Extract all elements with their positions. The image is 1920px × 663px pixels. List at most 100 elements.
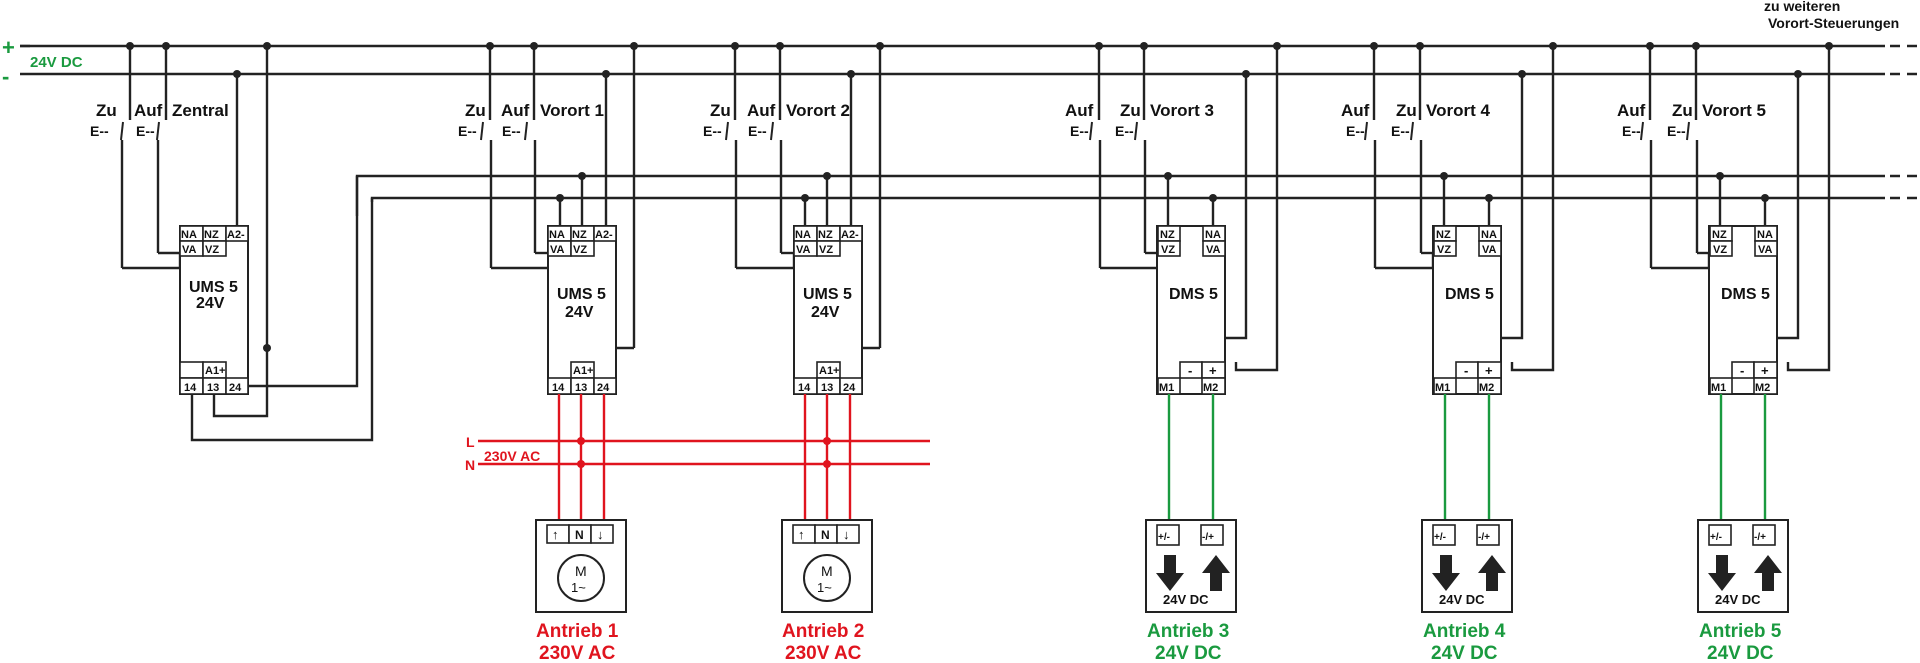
svg-text:NZ: NZ — [1160, 229, 1175, 241]
svg-text:Auf: Auf — [1065, 101, 1094, 120]
plus-label: + — [2, 35, 15, 60]
svg-text:A1+: A1+ — [205, 365, 226, 377]
continuation-line1: zu weiteren — [1764, 0, 1840, 14]
svg-text:VZ: VZ — [1437, 244, 1451, 256]
svg-text:↓: ↓ — [843, 527, 850, 542]
svg-text:24: 24 — [597, 382, 610, 394]
svg-text:VZ: VZ — [1713, 244, 1727, 256]
svg-text:24V DC: 24V DC — [1155, 643, 1222, 663]
svg-text:NA: NA — [1757, 229, 1773, 241]
svg-text:A2-: A2- — [841, 229, 859, 241]
svg-text:E--: E-- — [1346, 123, 1365, 139]
svg-text:VZ: VZ — [819, 244, 833, 256]
svg-text:-: - — [1740, 363, 1744, 378]
svg-text:M2: M2 — [1755, 382, 1770, 394]
svg-text:E--: E-- — [502, 123, 521, 139]
svg-text:NA: NA — [549, 229, 565, 241]
svg-text:M: M — [575, 563, 587, 579]
svg-text:+/-: +/- — [1710, 532, 1722, 543]
continuation-line2: Vorort-Steuerungen — [1768, 15, 1899, 31]
svg-text:VA: VA — [182, 244, 197, 256]
svg-text:Vorort 4: Vorort 4 — [1426, 101, 1490, 120]
svg-text:Zu: Zu — [710, 101, 731, 120]
svg-text:E--: E-- — [1115, 123, 1134, 139]
svg-text:Auf: Auf — [1617, 101, 1646, 120]
svg-text:230V AC: 230V AC — [785, 643, 862, 663]
svg-text:DMS 5: DMS 5 — [1169, 286, 1218, 303]
svg-text:14: 14 — [552, 382, 565, 394]
svg-text:24: 24 — [843, 382, 856, 394]
svg-text:E--: E-- — [1070, 123, 1089, 139]
svg-text:M2: M2 — [1203, 382, 1218, 394]
group-zentral: Zu Auf Zentral E-- E-- NA NZ A2- VA VZ U… — [90, 42, 374, 442]
svg-text:+: + — [1209, 363, 1217, 378]
switch-zu-label: Zu — [96, 101, 117, 120]
svg-text:24V: 24V — [565, 304, 594, 321]
svg-text:E--: E-- — [1622, 123, 1641, 139]
svg-text:Antrieb 3: Antrieb 3 — [1147, 621, 1229, 642]
svg-text:Auf: Auf — [1341, 101, 1370, 120]
svg-text:E--: E-- — [90, 123, 109, 139]
minus-label: - — [2, 64, 9, 89]
svg-text:NA: NA — [1205, 229, 1221, 241]
svg-text:VA: VA — [1482, 244, 1497, 256]
svg-text:Antrieb 2: Antrieb 2 — [782, 621, 864, 642]
svg-text:NZ: NZ — [1712, 229, 1727, 241]
svg-text:E--: E-- — [1667, 123, 1686, 139]
svg-text:24: 24 — [229, 382, 242, 394]
svg-text:Auf: Auf — [747, 101, 776, 120]
svg-text:Antrieb 4: Antrieb 4 — [1423, 621, 1506, 642]
svg-text:-: - — [1188, 363, 1192, 378]
bus-line-lower — [370, 196, 1885, 202]
svg-text:Vorort 5: Vorort 5 — [1702, 101, 1766, 120]
svg-text:M1: M1 — [1711, 382, 1726, 394]
svg-text:Auf: Auf — [501, 101, 530, 120]
svg-text:24V: 24V — [811, 304, 840, 321]
svg-text:24V: 24V — [196, 295, 225, 312]
svg-text:+/-: +/- — [1434, 532, 1446, 543]
svg-text:N: N — [575, 528, 584, 542]
svg-text:M: M — [821, 563, 833, 579]
svg-text:VZ: VZ — [205, 244, 219, 256]
svg-text:N: N — [821, 528, 830, 542]
svg-text:↓: ↓ — [597, 527, 604, 542]
svg-text:14: 14 — [184, 382, 197, 394]
switch-auf-label: Auf — [134, 101, 163, 120]
svg-text:Zu: Zu — [1396, 101, 1417, 120]
svg-text:+: + — [1761, 363, 1769, 378]
svg-text:E--: E-- — [136, 123, 155, 139]
svg-text:13: 13 — [575, 382, 587, 394]
svg-text:VA: VA — [1758, 244, 1773, 256]
svg-text:Antrieb 1: Antrieb 1 — [536, 621, 619, 642]
svg-text:↑: ↑ — [798, 527, 805, 542]
svg-text:VA: VA — [796, 244, 811, 256]
svg-text:VZ: VZ — [1161, 244, 1175, 256]
svg-text:NA: NA — [795, 229, 811, 241]
svg-text:UMS 5: UMS 5 — [557, 286, 606, 303]
svg-text:-: - — [1464, 363, 1468, 378]
svg-text:E--: E-- — [748, 123, 767, 139]
svg-text:NZ: NZ — [818, 229, 833, 241]
svg-text:Zu: Zu — [1120, 101, 1141, 120]
svg-text:A1+: A1+ — [573, 365, 594, 377]
mains-l-label: L — [466, 434, 475, 450]
svg-text:A2-: A2- — [595, 229, 613, 241]
svg-text:VA: VA — [1206, 244, 1221, 256]
svg-text:NA: NA — [1481, 229, 1497, 241]
svg-text:Vorort 2: Vorort 2 — [786, 101, 850, 120]
svg-text:NA: NA — [181, 229, 197, 241]
svg-text:A1+: A1+ — [819, 365, 840, 377]
supply-voltage-label: 24V DC — [30, 54, 83, 71]
svg-text:24V DC: 24V DC — [1431, 643, 1498, 663]
svg-text:13: 13 — [207, 382, 219, 394]
svg-text:UMS 5: UMS 5 — [189, 279, 238, 296]
group-name: Zentral — [172, 101, 229, 120]
svg-text:24V DC: 24V DC — [1715, 592, 1761, 607]
svg-text:24V DC: 24V DC — [1163, 592, 1209, 607]
svg-text:M2: M2 — [1479, 382, 1494, 394]
svg-text:24V DC: 24V DC — [1439, 592, 1485, 607]
